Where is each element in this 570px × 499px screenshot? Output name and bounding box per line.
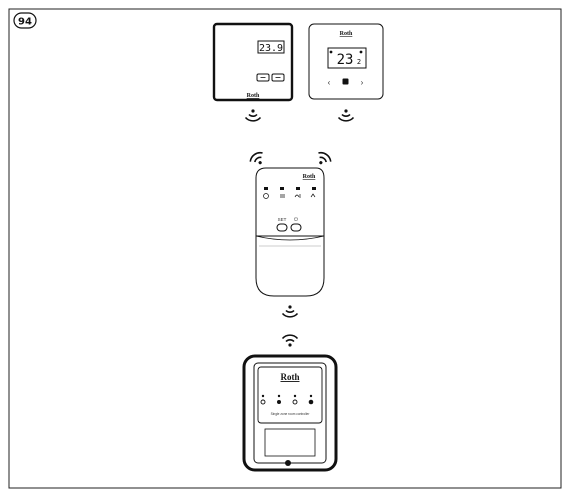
module-caption: Single zone room controller — [271, 412, 311, 416]
power-status-icon — [263, 193, 269, 199]
receiver: Roth SET ⏻ — [255, 167, 325, 297]
chevron-left-icon: ‹ — [328, 78, 331, 87]
receiver-set-button — [276, 223, 288, 232]
display-indicator-right — [359, 50, 363, 54]
wifi-signal-icon — [318, 151, 332, 165]
module-terminal-cover — [264, 428, 316, 457]
wifi-signal-icon — [249, 151, 263, 165]
module-led-1 — [261, 394, 265, 398]
thermostat-touch-display — [327, 47, 367, 69]
chevron-right-icon: › — [361, 78, 364, 87]
figure-frame — [8, 8, 562, 489]
receiver-button-right-label: ⏻ — [294, 217, 298, 223]
module-brand: Roth — [280, 372, 299, 382]
figure-number-badge: 94 — [13, 12, 37, 29]
select-icon — [342, 78, 349, 85]
module-led-4 — [309, 394, 313, 398]
figure-number-outline — [13, 12, 37, 29]
display-indicator-left — [329, 50, 333, 54]
module-indicator-1 — [260, 399, 266, 405]
receiver-power-button — [290, 223, 302, 232]
cooling-status-icon — [310, 193, 316, 198]
receiver-led-2 — [280, 187, 284, 190]
module-led-2 — [277, 394, 281, 398]
module-indicator-4 — [308, 399, 314, 405]
thermostat-touch: Roth 23 2 ‹ › — [308, 23, 384, 100]
signal-status-icon — [294, 194, 301, 198]
thermostat-touch-brand: Roth — [340, 31, 353, 37]
receiver-led-3 — [296, 187, 300, 190]
heating-status-icon — [280, 194, 285, 198]
receiver-plug-housing — [255, 235, 325, 297]
figure-number: 94 — [18, 17, 32, 28]
thermostat-basic: 23.9 Roth — [212, 22, 294, 102]
thermostat-basic-body — [212, 22, 294, 102]
receiver-seam — [255, 235, 325, 241]
thermostat-basic-brand: Roth — [247, 93, 260, 99]
wifi-signal-icon — [244, 109, 262, 122]
receiver-led-4 — [312, 187, 316, 190]
extension-module: Roth Single zone room controller — [242, 354, 338, 472]
receiver-brand: Roth — [303, 174, 316, 180]
wifi-signal-icon — [337, 109, 355, 122]
thermostat-basic-display-value: 23.9 — [259, 43, 283, 54]
wifi-signal-icon — [281, 334, 299, 347]
module-indicator-3 — [292, 399, 298, 405]
receiver-button-left-label: SET — [278, 217, 287, 222]
thermostat-touch-display-suffix: 2 — [357, 58, 361, 66]
thermostat-touch-display-value: 23 — [337, 52, 354, 68]
receiver-led-1 — [264, 187, 268, 190]
module-led-3 — [293, 394, 297, 398]
module-indicator-2 — [277, 400, 281, 404]
wifi-signal-icon — [281, 305, 299, 318]
thermostat-basic-display — [257, 40, 285, 54]
module-screw — [285, 460, 291, 466]
module-front-panel — [257, 366, 323, 424]
